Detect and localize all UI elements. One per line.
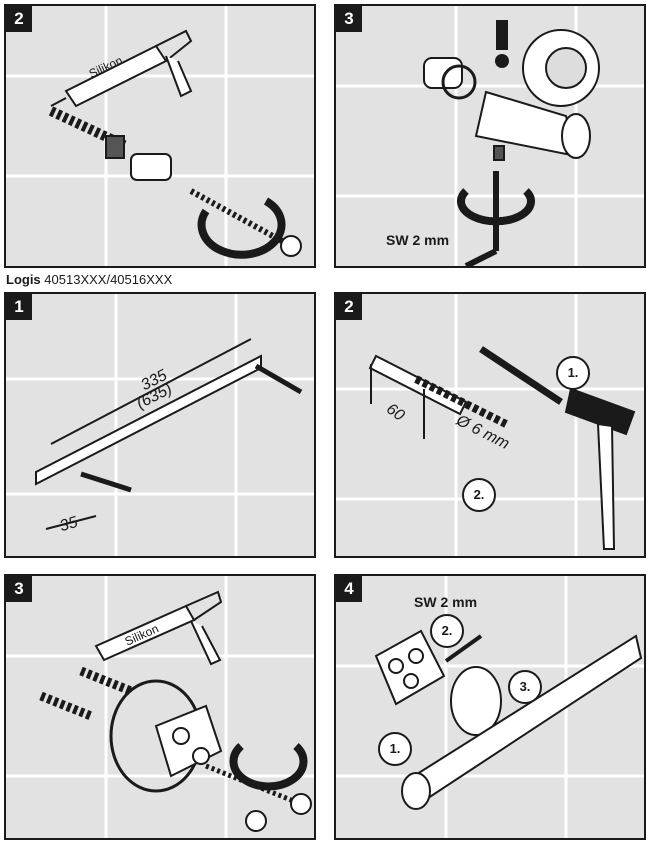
step-number: 2 <box>336 294 362 320</box>
step-number: 2 <box>6 6 32 32</box>
illustration-drill <box>336 294 644 556</box>
illustration-mount-base <box>6 576 314 838</box>
step-marker-1: 1. <box>378 732 412 766</box>
step-number: 1 <box>6 294 32 320</box>
step-panel-mount-base: 3 Silikon <box>4 574 316 840</box>
step-number: 3 <box>336 6 362 32</box>
illustration-set-screw <box>336 6 644 266</box>
step-number: 3 <box>6 576 32 602</box>
illustration-attach-bar <box>336 576 644 838</box>
brand-name: Logis <box>6 272 41 287</box>
model-line: Logis 40513XXX/40516XXX <box>6 272 172 287</box>
tool-size-label: SW 2 mm <box>386 232 450 248</box>
tool-size-label: SW 2 mm <box>414 594 478 610</box>
step-marker-3: 3. <box>508 670 542 704</box>
step-panel-set-screw: 3 ! SW 2 mm <box>334 4 646 268</box>
illustration-silicone-anchors <box>6 6 314 266</box>
illustration-measure <box>6 294 314 556</box>
model-codes: 40513XXX/40516XXX <box>44 272 173 287</box>
step-number: 4 <box>336 576 362 602</box>
step-marker-2: 2. <box>462 478 496 512</box>
step-panel-measure: 1 335 (635) 35 <box>4 292 316 558</box>
step-marker-1: 1. <box>556 356 590 390</box>
step-panel-drill: 2 60 Ø 6 mm 1. 2. <box>334 292 646 558</box>
step-panel-attach-bar: 4 SW 2 mm 1. 2. 3. <box>334 574 646 840</box>
step-panel-silicone-anchors: 2 Silikon <box>4 4 316 268</box>
step-marker-2: 2. <box>430 614 464 648</box>
